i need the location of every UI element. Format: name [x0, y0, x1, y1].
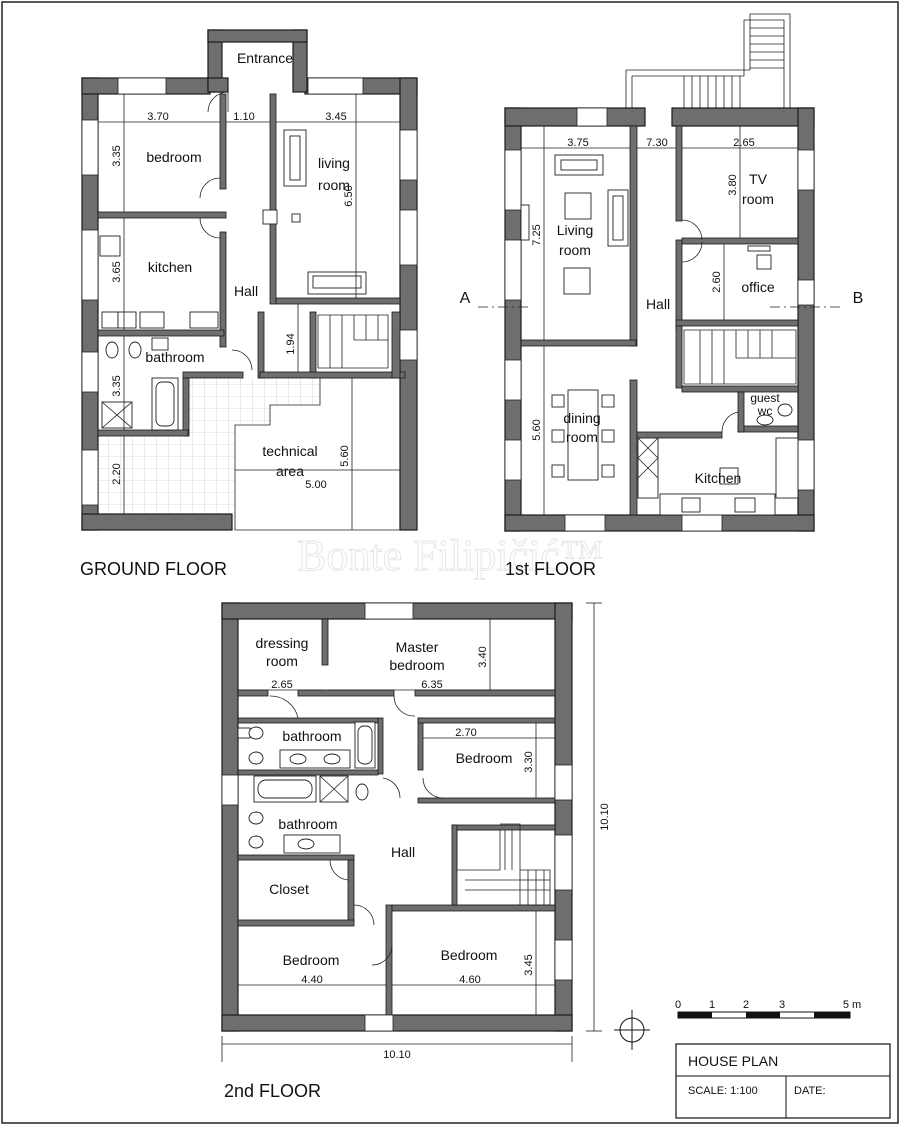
gf-dim-3-70: 3.70: [147, 111, 168, 123]
gf-dim-3-45: 3.45: [325, 111, 346, 123]
ff-guest-label-2: wc: [757, 404, 773, 418]
ff-dim-2-65: 2.65: [733, 137, 754, 149]
sf-bedroom-south-label: Bedroom: [441, 947, 498, 963]
first-floor-title: 1st FLOOR: [505, 559, 596, 579]
sf-hall-label: Hall: [391, 844, 415, 860]
second-floor-plan: [221, 602, 602, 1062]
sf-dim-2-70: 2.70: [455, 727, 476, 739]
sf-dim-3-30: 3.30: [523, 751, 535, 772]
sf-bedroom-southwest-label: Bedroom: [283, 952, 340, 968]
ff-hall-label: Hall: [646, 296, 670, 312]
gf-dim-1-10: 1.10: [233, 111, 254, 123]
ff-dim-3-75: 3.75: [567, 137, 588, 149]
title-block-scale: SCALE: 1:100: [688, 1085, 758, 1097]
ff-dining-label-2: room: [566, 429, 598, 445]
sf-dim-2-65: 2.65: [271, 679, 292, 691]
second-floor-title: 2nd FLOOR: [224, 1081, 321, 1101]
scale-tick-5: 5 m: [843, 999, 861, 1011]
sf-dim-overall-width: 10.10: [383, 1049, 411, 1061]
scale-tick-0: 0: [675, 999, 681, 1011]
section-a-label: A: [460, 290, 471, 307]
sf-bathroom-b-label: bathroom: [278, 816, 337, 832]
sf-dim-4-40: 4.40: [301, 974, 322, 986]
gf-technical-label-1: technical: [262, 443, 317, 459]
ground-floor-title: GROUND FLOOR: [80, 559, 227, 579]
gf-entrance-label: Entrance: [237, 50, 293, 66]
sf-dim-6-35: 6.35: [421, 679, 442, 691]
scale-tick-3: 3: [779, 999, 785, 1011]
gf-dim-3-65: 3.65: [111, 261, 123, 282]
gf-hall-label: Hall: [234, 283, 258, 299]
sf-dim-3-45: 3.45: [523, 954, 535, 975]
ff-tv-label-1: TV: [749, 171, 768, 187]
gf-dim-6-50: 6.50: [343, 185, 355, 206]
gf-bedroom-label: bedroom: [146, 149, 201, 165]
gf-kitchen-label: kitchen: [148, 259, 192, 275]
gf-dim-5-60: 5.60: [339, 445, 351, 466]
ff-tv-label-2: room: [742, 191, 774, 207]
watermark: Bonte Filipičić™: [297, 531, 603, 580]
gf-living-label-1: living: [318, 155, 350, 171]
ff-guest-label-1: guest: [750, 391, 780, 405]
gf-dim-2-20: 2.20: [111, 463, 123, 484]
ff-living-label-1: Living: [557, 222, 594, 238]
title-block-date: DATE:: [794, 1085, 826, 1097]
gf-living-label-2: room: [318, 177, 350, 193]
sf-dressing-label-2: room: [266, 653, 298, 669]
sf-master-label-1: Master: [396, 639, 439, 655]
sf-closet-label: Closet: [269, 881, 309, 897]
north-arrow-icon: [614, 1010, 650, 1050]
section-b-label: B: [853, 290, 864, 307]
ff-office-label: office: [741, 279, 774, 295]
gf-dim-5-00: 5.00: [305, 479, 326, 491]
scale-bar: [677, 1011, 851, 1019]
gf-technical-label-2: area: [276, 463, 304, 479]
scale-tick-1: 1: [709, 999, 715, 1011]
ff-kitchen-label: Kitchen: [695, 470, 742, 486]
sf-dim-4-60: 4.60: [459, 974, 480, 986]
scale-tick-2: 2: [743, 999, 749, 1011]
gf-dim-3-35-bathroom: 3.35: [111, 375, 123, 396]
ff-dim-2-60: 2.60: [711, 271, 723, 292]
sf-bedroom-east-label: Bedroom: [456, 750, 513, 766]
gf-bathroom-label: bathroom: [145, 349, 204, 365]
sf-master-label-2: bedroom: [389, 657, 444, 673]
ff-dim-7-30: 7.30: [646, 137, 667, 149]
sf-dim-3-40: 3.40: [477, 646, 489, 667]
ground-floor-plan: [81, 29, 418, 531]
ff-dim-5-60: 5.60: [531, 419, 543, 440]
ff-dim-7-25: 7.25: [531, 224, 543, 245]
gf-dim-3-35-bedroom: 3.35: [111, 145, 123, 166]
title-block: [675, 1043, 891, 1119]
ff-dining-label-1: dining: [563, 410, 600, 426]
ff-living-label-2: room: [559, 242, 591, 258]
first-floor-plan: [478, 13, 840, 532]
sf-bathroom-a-label: bathroom: [282, 728, 341, 744]
ff-dim-3-80: 3.80: [727, 174, 739, 195]
sf-dim-overall-depth: 10.10: [599, 803, 611, 831]
title-block-title: HOUSE PLAN: [688, 1053, 778, 1069]
sf-dressing-label-1: dressing: [256, 635, 309, 651]
gf-dim-1-94: 1.94: [285, 333, 297, 354]
